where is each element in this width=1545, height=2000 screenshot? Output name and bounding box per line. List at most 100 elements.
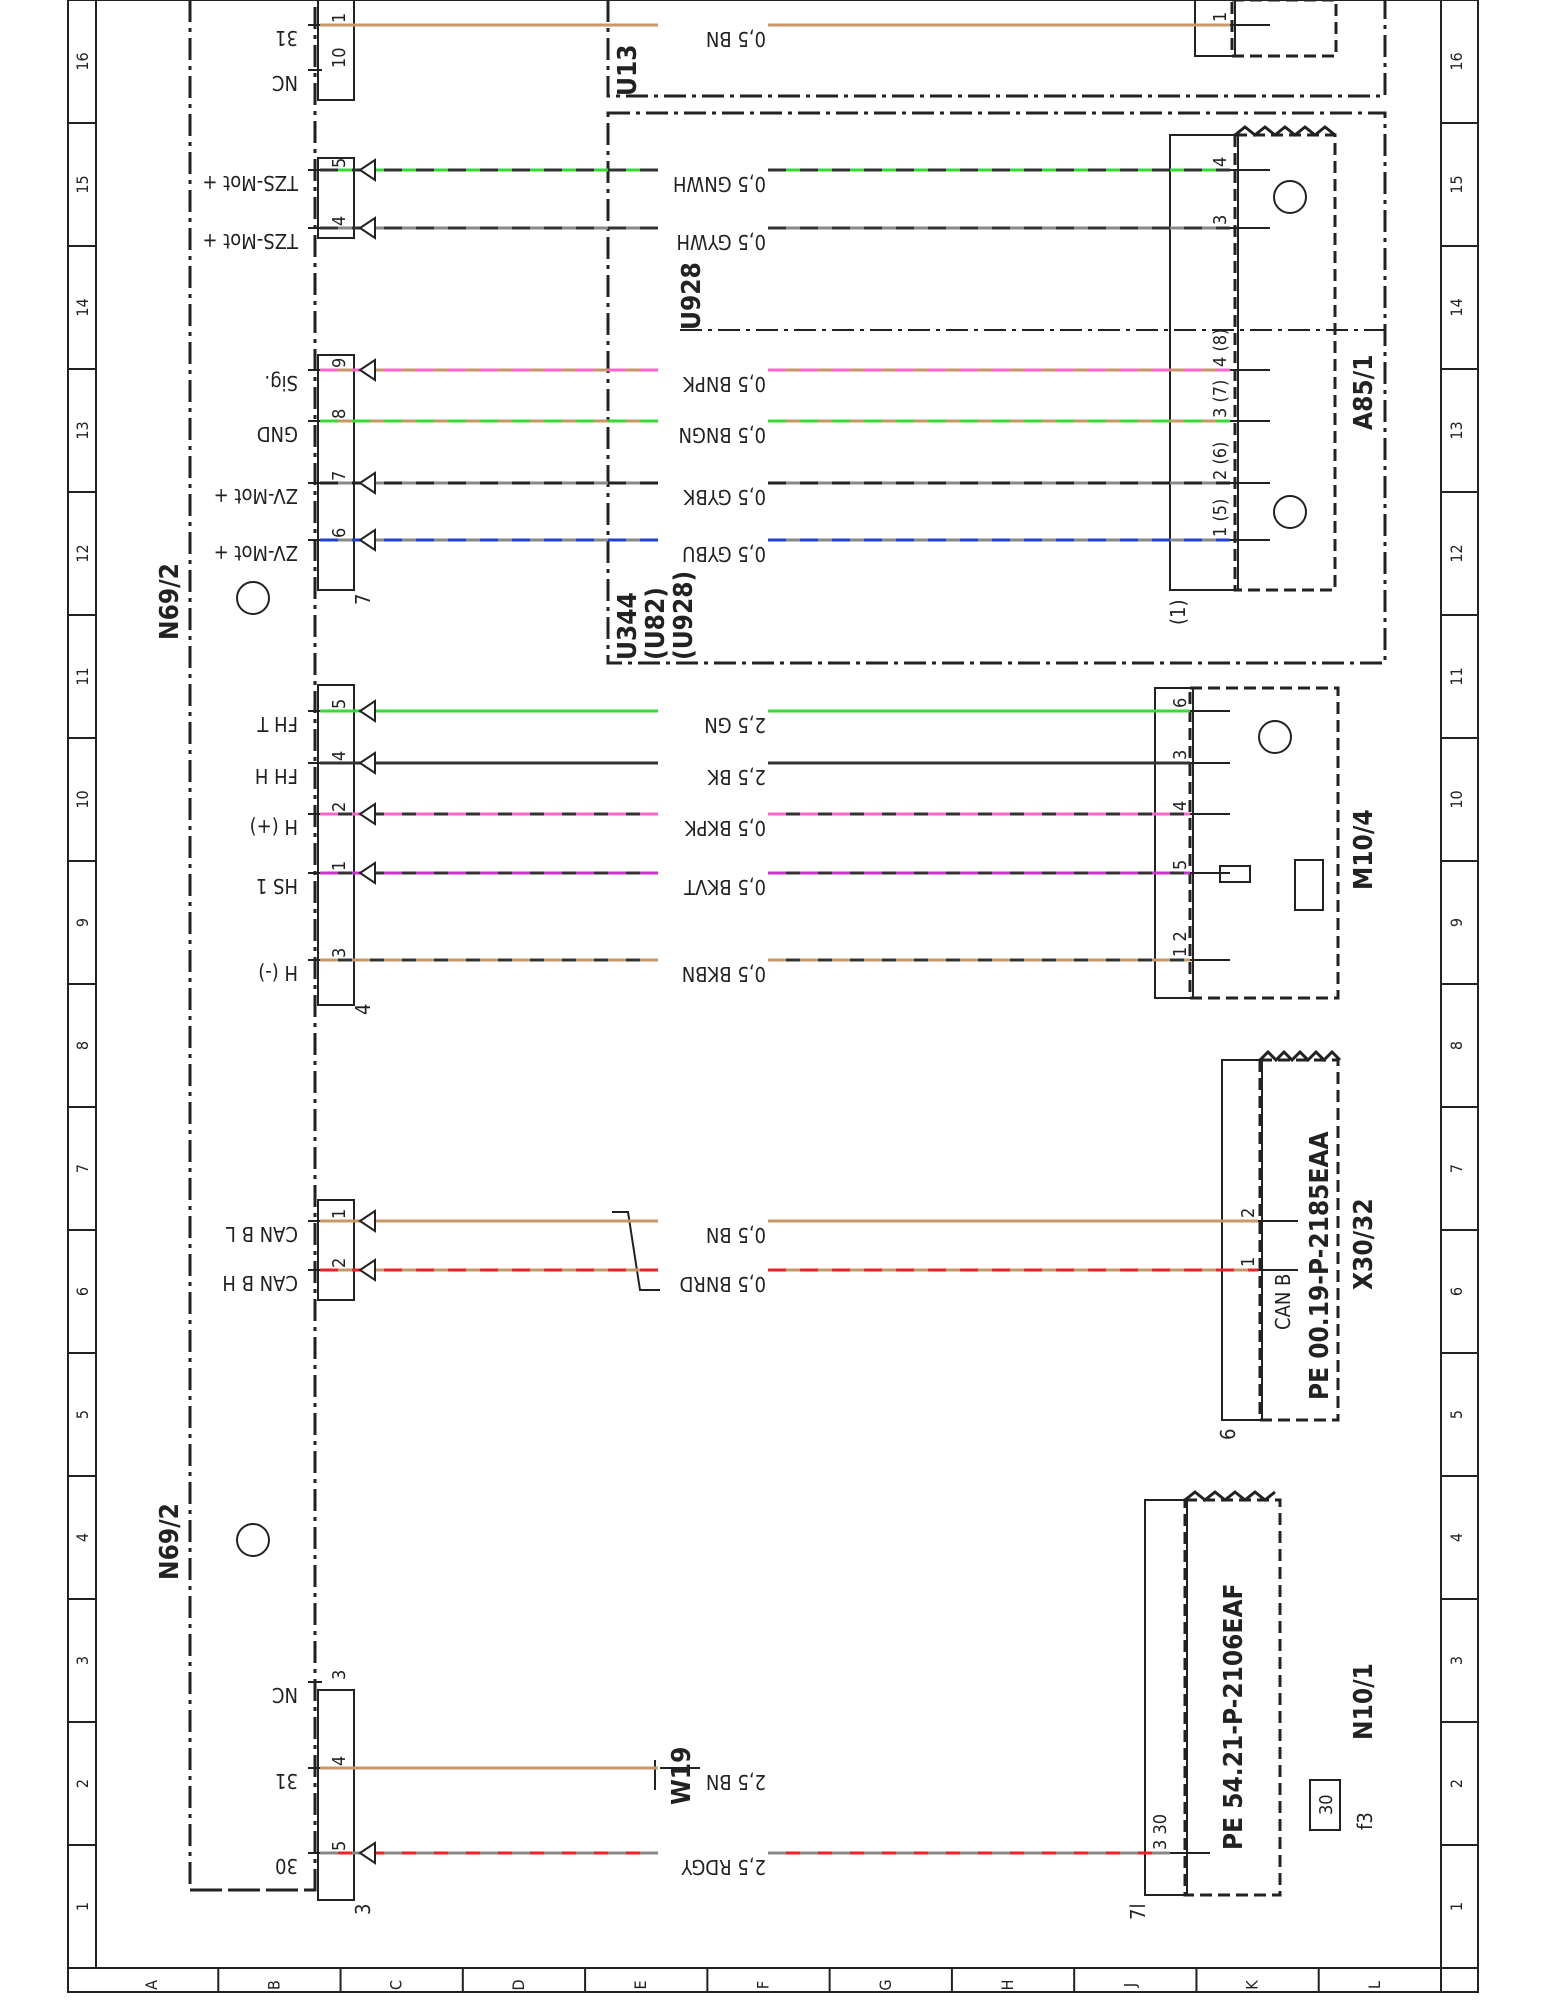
transistor-icon	[236, 581, 270, 1557]
label-m10-4: M10/4	[1349, 809, 1379, 890]
grid-row-label: L	[1365, 1981, 1384, 1989]
grid-column-label: 11	[1447, 667, 1466, 685]
grid-column-label: 11	[73, 667, 92, 685]
grid-column-label: 12	[73, 544, 92, 562]
wire-label: 0,5 BN	[706, 27, 766, 51]
grid-column-label: 9	[1447, 918, 1466, 927]
dest-pin: 3	[1210, 215, 1231, 225]
grid-column-label: 9	[73, 918, 92, 927]
dest-pin: 3	[1170, 750, 1191, 760]
grid-row-label: H	[998, 1980, 1017, 1991]
pin-number: 1	[329, 861, 350, 871]
wire-9: FH H42,5 BK3	[255, 750, 1230, 789]
grid-column-label: 16	[73, 52, 92, 70]
grid-column-label: 15	[1447, 175, 1466, 193]
direction-arrow	[358, 751, 376, 775]
grid-row-label: K	[1243, 1980, 1262, 1990]
pin-number: 4	[329, 751, 350, 761]
grid-row-label: B	[264, 1980, 283, 1990]
wire-label: 0,5 BNRD	[680, 1272, 766, 1296]
pin-label: NC	[272, 1683, 298, 1707]
pin-label: ZV-Mot +	[214, 541, 298, 565]
wire-label: 0,5 BNGN	[678, 423, 766, 447]
direction-arrow	[358, 1209, 376, 1233]
wire-label-bg	[658, 1209, 768, 1233]
label-u82: (U82)	[641, 587, 671, 660]
dest-pin: 5	[1170, 860, 1191, 870]
pin-number: 7	[329, 471, 350, 481]
direction-arrow	[358, 528, 376, 552]
wire-label: 0,5 BKVT	[683, 875, 766, 899]
n69-connectors	[317, 0, 355, 1901]
wire-label-bg	[658, 13, 768, 37]
connector-numbers: 7 4 3 6 7l (1)	[351, 594, 1240, 1920]
direction-arrow	[358, 699, 376, 723]
pin-label: GND	[257, 422, 298, 446]
wire-label: 2,5 RDGY	[680, 1855, 766, 1879]
wire-label-bg	[658, 948, 768, 972]
connector-7l: 7l	[1126, 1904, 1150, 1920]
label-u928-paren: (U928)	[669, 571, 699, 660]
grid-column-label: 13	[1447, 421, 1466, 439]
wire-label: 2,5 GN	[704, 713, 766, 737]
label-n69-2-lower: N69/2	[155, 1503, 185, 1580]
grid-column-label: 7	[73, 1164, 92, 1173]
pin-label: 31	[275, 1769, 298, 1793]
u13-box	[606, 0, 1387, 98]
pin-label: H (+)	[250, 815, 298, 839]
connector-7: 7	[351, 594, 375, 605]
label-n69-2-upper: N69/2	[155, 563, 185, 640]
pin-number: 2	[329, 1258, 350, 1268]
drawing-frame	[67, 0, 1479, 1993]
wire-label: 0,5 BKPK	[684, 816, 766, 840]
grid-column-label: 8	[73, 1041, 92, 1050]
grid-row-label: G	[876, 1979, 895, 1990]
zigzag-edges	[1184, 125, 1342, 1502]
pin-number: 10	[329, 47, 350, 68]
direction-arrow	[358, 358, 376, 382]
grid-column-label: 12	[1447, 544, 1466, 562]
pin-label: CAN B L	[226, 1222, 298, 1246]
grid-column-label: 10	[1447, 790, 1466, 808]
label-fuse-f3: f3	[1353, 1812, 1377, 1830]
pin-label: H (-)	[258, 961, 298, 985]
dest-pin: 1 2	[1170, 931, 1191, 957]
pin-number: 4	[329, 216, 350, 226]
direction-arrow	[358, 471, 376, 495]
wire-label: 0,5 BKBN	[682, 962, 766, 986]
dest-pin: 6	[1170, 698, 1191, 708]
wire-label-bg	[658, 528, 768, 552]
grid-column-label: 2	[73, 1779, 92, 1788]
connector-6: 6	[1216, 1429, 1240, 1440]
dest-pin: 1	[1210, 12, 1231, 22]
grid-column-label: 3	[1447, 1656, 1466, 1665]
grid-row-label: C	[387, 1980, 406, 1990]
wire-label: 0,5 GYBK	[682, 485, 766, 509]
connector-4: 4	[351, 1004, 375, 1015]
label-u13: U13	[613, 44, 643, 96]
pin-label: FH T	[256, 712, 298, 736]
pin-number: 1	[329, 1209, 350, 1219]
pin-label: TZS-Mot +	[202, 171, 299, 195]
pin-label: TZS-Mot +	[202, 229, 299, 253]
component-boxes	[1144, 0, 1340, 1897]
grid-column-label: 15	[73, 175, 92, 193]
dest-pin: 3 (7)	[1210, 380, 1231, 418]
wire-label-bg	[658, 1258, 768, 1282]
wire-label-bg	[658, 802, 768, 826]
grid-column-label: 3	[73, 1656, 92, 1665]
pin-number: 3	[329, 1670, 350, 1680]
label-n10-1: N10/1	[1349, 1663, 1379, 1740]
label-can-b: CAN B	[1271, 1274, 1295, 1330]
wire-label-bg	[658, 216, 768, 240]
